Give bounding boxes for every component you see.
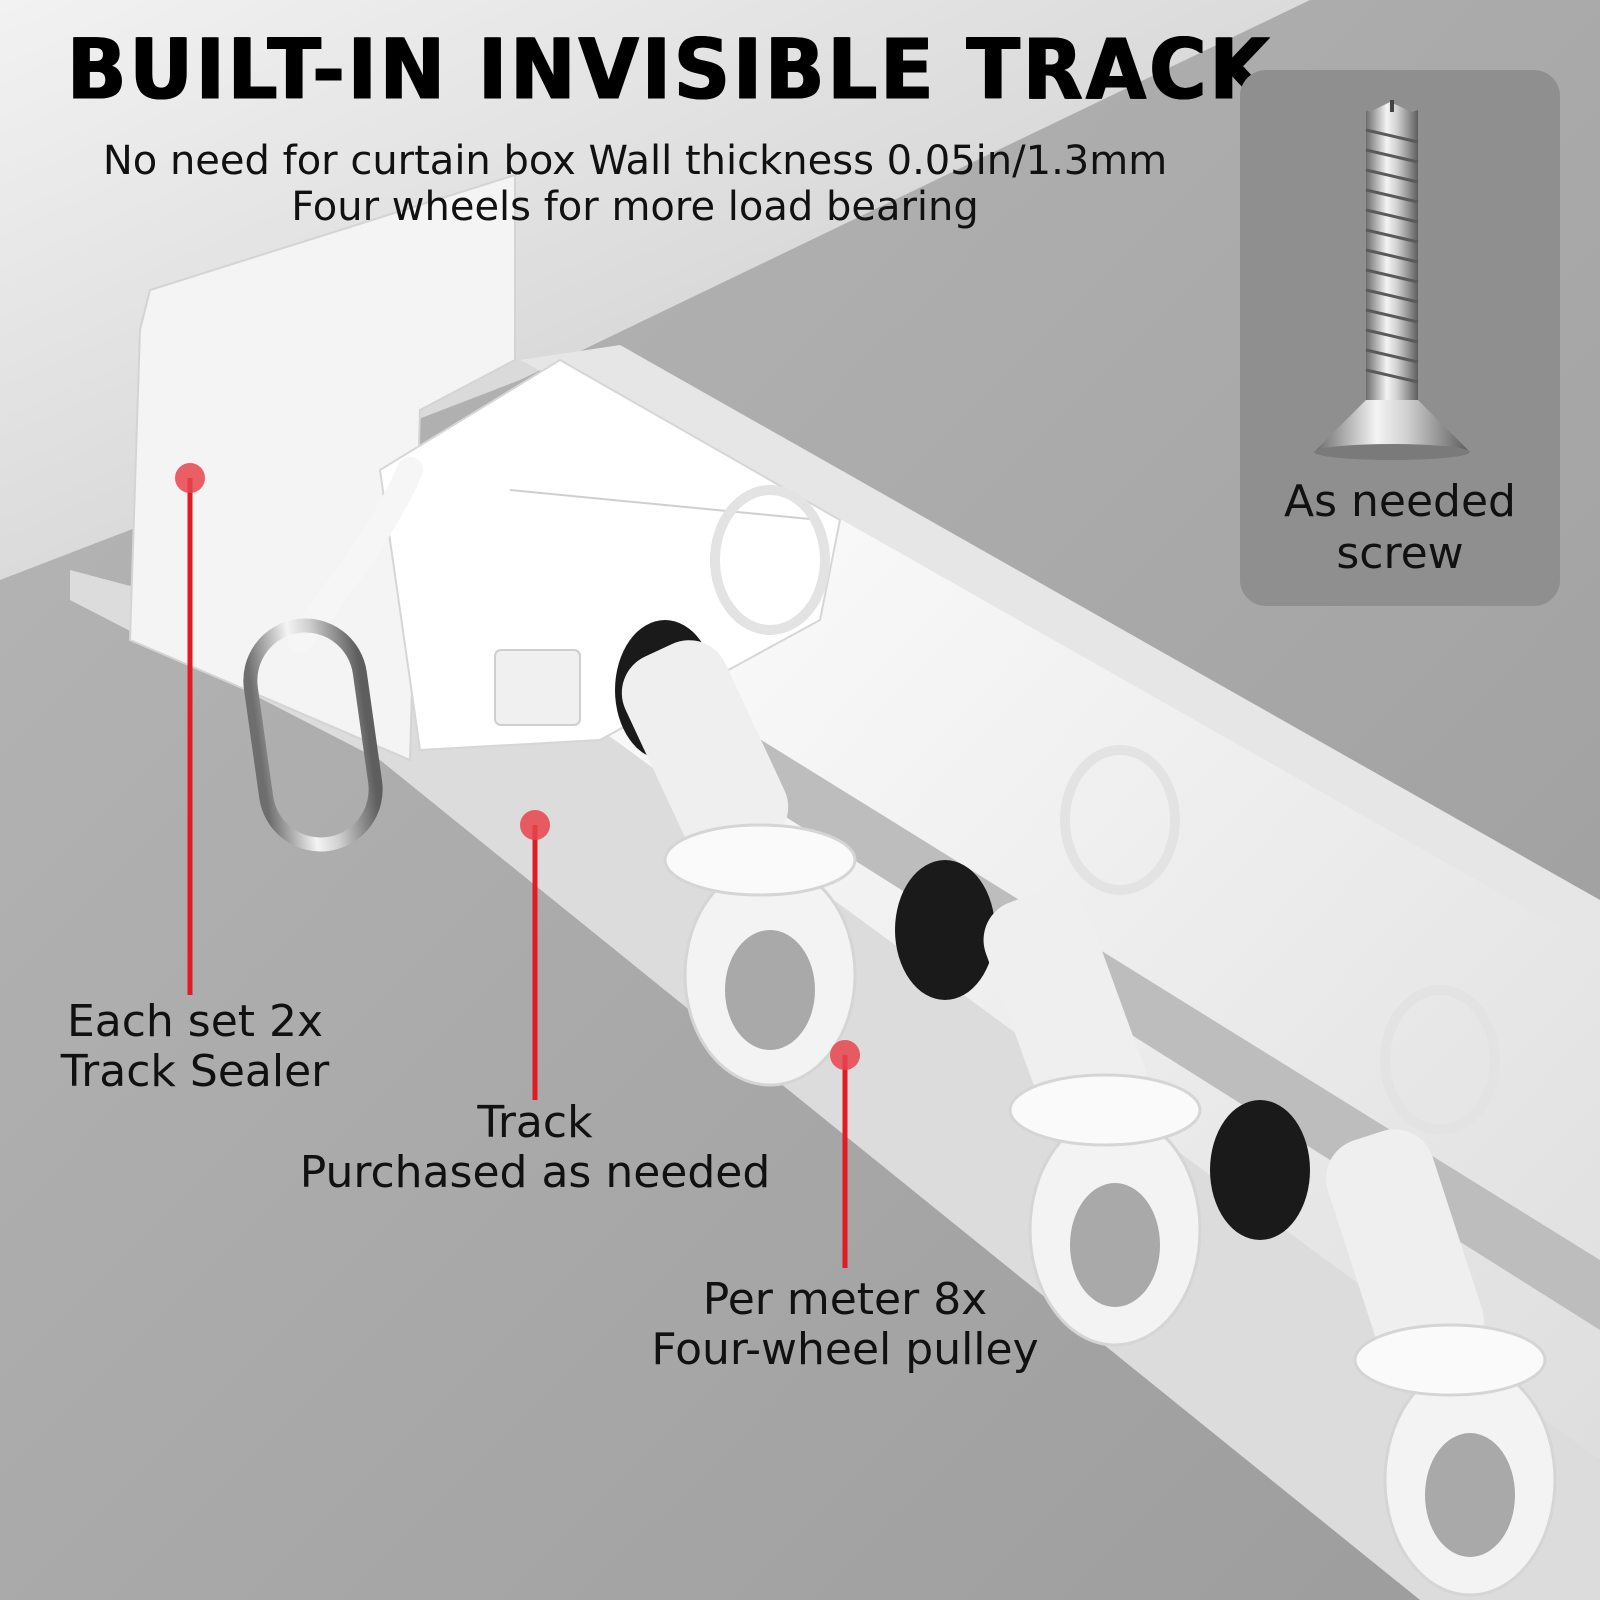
subtitle-line-1: No need for curtain box Wall thickness 0… — [102, 138, 1168, 184]
page-title: BUILT-IN INVISIBLE TRACK — [67, 22, 1273, 120]
callout-pulley: Per meter 8x Four-wheel pulley — [630, 1275, 1060, 1375]
pulley-3 — [1210, 1100, 1557, 1597]
screw-label: As needed screw — [1240, 476, 1560, 580]
callout-track-line-1: Track — [477, 1097, 593, 1148]
callout-dot-sealer — [175, 463, 205, 493]
metal-ring — [243, 618, 383, 852]
screw-label-line-1: As needed — [1284, 476, 1516, 527]
pulley-2 — [895, 860, 1202, 1347]
subtitle-line-2: Four wheels for more load bearing — [291, 184, 979, 230]
screw-label-line-2: screw — [1336, 528, 1464, 579]
callout-pulley-line-1: Per meter 8x — [702, 1274, 988, 1325]
callout-track-sealer-line-1: Each set 2x — [66, 996, 324, 1047]
callout-track-sealer: Each set 2x Track Sealer — [40, 997, 350, 1097]
pulley-1 — [615, 620, 857, 1087]
subtitle: No need for curtain box Wall thickness 0… — [0, 138, 1270, 230]
sealer-tab — [494, 649, 581, 726]
callout-dot-pulley — [830, 1040, 860, 1070]
screw-panel: As needed screw — [1240, 70, 1560, 606]
callout-dot-track — [520, 810, 550, 840]
track-bottom-lip — [70, 570, 1600, 1600]
track-sealer-plate — [128, 173, 516, 762]
callout-track-sealer-line-2: Track Sealer — [60, 1046, 330, 1097]
screw-icon — [1314, 100, 1470, 460]
callout-pulley-line-2: Four-wheel pulley — [651, 1324, 1039, 1375]
callout-track-line-2: Purchased as needed — [299, 1147, 771, 1198]
callout-track: Track Purchased as needed — [270, 1098, 800, 1198]
